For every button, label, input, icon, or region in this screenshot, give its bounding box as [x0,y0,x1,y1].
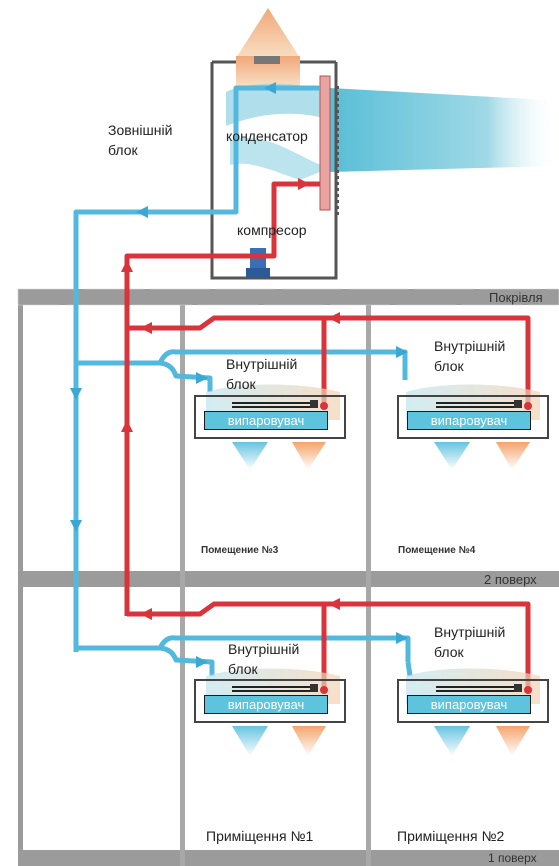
indoor-unit-label-room2-line1: Внутрішній [434,624,506,640]
exhaust-air-arrow [236,8,300,58]
outdoor-unit-label-line1: Зовнішній [108,122,173,138]
room4-label: Помещение №4 [398,545,476,556]
cold-flow-arrows [70,82,408,668]
floor1-slab [18,850,559,866]
evaporator-room2: випаровувач [407,695,531,714]
evaporator-room4: випаровувач [407,411,531,430]
partition-wall-2 [366,305,371,866]
room1-label: Приміщення №1 [206,828,314,844]
hot-flow-arrows [121,178,340,620]
condenser-label: конденсатор [226,128,308,144]
room2-label: Приміщення №2 [397,828,505,844]
evaporator-room3: випаровувач [204,411,328,430]
indoor-unit-label-room1-line1: Внутрішній [228,641,300,657]
intake-air-flow [330,88,555,172]
fan-grille [254,56,280,64]
floor-label-1: 1 поверх [488,851,537,865]
condenser-coil [319,75,331,211]
outer-wall-left [18,289,23,866]
indoor-unit-label-room3-line2: блок [226,376,256,392]
indoor-unit-label-room2-line2: блок [434,644,464,660]
floor-label-2: 2 поверх [484,572,537,587]
roof-slab [18,289,559,305]
coil-end-dots [320,402,532,694]
building-structure [17,288,559,866]
room3-label: Помещение №3 [201,545,279,556]
cold-refrigerant-lines [73,85,413,677]
evaporator-room1: випаровувач [204,695,328,714]
indoor-unit-label-room1-line2: блок [228,661,258,677]
hot-refrigerant-lines [124,181,531,690]
outdoor-unit-label-line2: блок [108,142,138,158]
indoor-unit-label-room4-line1: Внутрішній [434,338,506,354]
partition-wall-1 [180,305,185,866]
indoor-unit-label-room3-line1: Внутрішній [226,356,298,372]
floor2-slab [18,571,559,587]
indoor-unit-label-room4-line2: блок [434,358,464,374]
compressor-label: компресор [237,222,307,238]
floor-label-roof: Покрівля [489,290,543,305]
